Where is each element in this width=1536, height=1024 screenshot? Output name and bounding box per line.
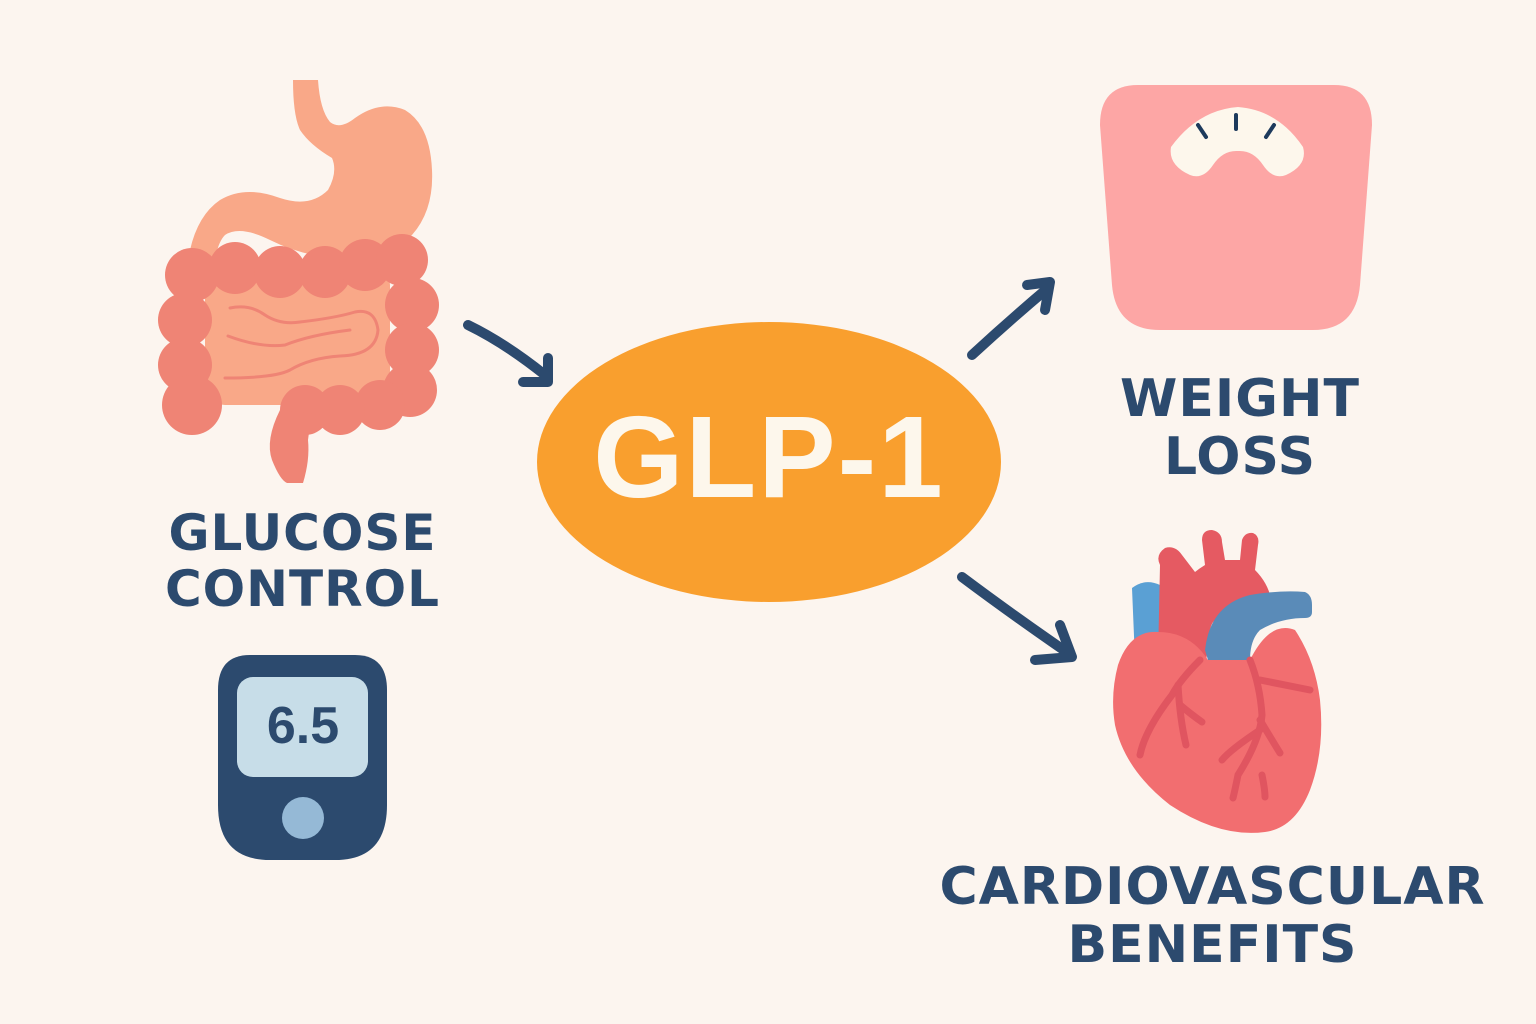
weight-loss-label: WEIGHT LOSS <box>1120 369 1360 488</box>
glucose-meter-icon <box>218 655 387 860</box>
cardiovascular-benefits-label: CARDIOVASCULAR BENEFITS <box>939 857 1486 976</box>
bathroom-scale-icon <box>1100 85 1372 330</box>
glucose-control-label: GLUCOSE CONTROL <box>164 504 441 618</box>
glp1-label: GLP-1 <box>593 392 945 522</box>
glp1-node: GLP-1 <box>537 322 1001 602</box>
arrow-glucose-to-glp1 <box>463 320 553 387</box>
glucose-reading: 6.5 <box>266 697 340 755</box>
arrow-glp1-to-weight <box>967 277 1055 360</box>
arrow-glp1-to-cardio <box>957 572 1077 665</box>
heart-icon <box>1113 530 1322 833</box>
digestive-system-icon <box>158 80 439 483</box>
